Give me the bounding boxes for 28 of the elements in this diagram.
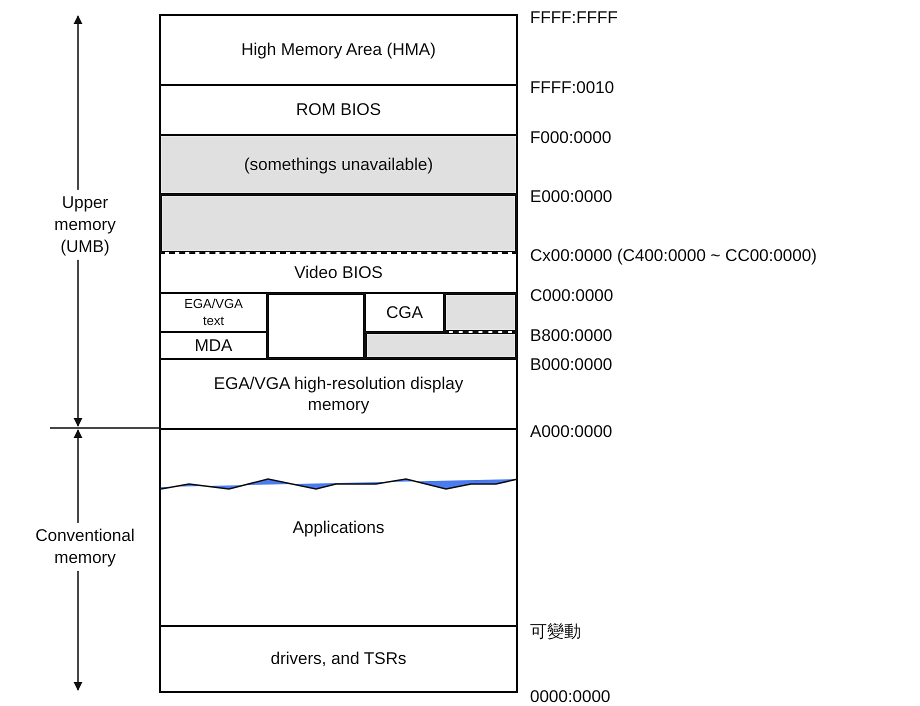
memory-band: [159, 625, 518, 693]
memory-band: [159, 134, 518, 195]
address-label: E000:0000: [530, 186, 612, 208]
band-label: MDA: [194, 334, 232, 356]
address-label: 可變動: [530, 622, 581, 642]
band-label: drivers, and TSRs: [270, 648, 406, 670]
memory-band: [159, 14, 518, 86]
address-label: FFFF:0010: [530, 78, 614, 98]
band-label: EGA/VGA high-resolution display memory: [212, 372, 464, 416]
empty-band: [364, 331, 518, 360]
band-label: High Memory Area (HMA): [241, 39, 436, 61]
address-label: A000:0000: [530, 422, 612, 442]
address-label: 0000:0000: [530, 686, 610, 706]
address-label: B000:0000: [530, 354, 612, 376]
band-label: Video BIOS: [294, 262, 383, 284]
address-label: FFFF:FFFF: [530, 8, 618, 28]
band-label: ROM BIOS: [296, 99, 381, 121]
address-label: F000:0000: [530, 128, 612, 148]
address-label: C000:0000: [530, 286, 614, 306]
address-label: Cx00:0000 (C400:0000 ~ CC00:0000): [530, 246, 817, 266]
band-label: EGA/VGA text: [184, 296, 244, 329]
empty-band: [159, 193, 518, 252]
band-label: Applications: [292, 516, 384, 538]
band-label: CGA: [386, 302, 423, 324]
empty-band: [266, 292, 366, 360]
address-label: B800:0000: [530, 326, 612, 346]
memory-band: [159, 428, 518, 627]
band-label: (somethings unavailable): [244, 154, 433, 176]
